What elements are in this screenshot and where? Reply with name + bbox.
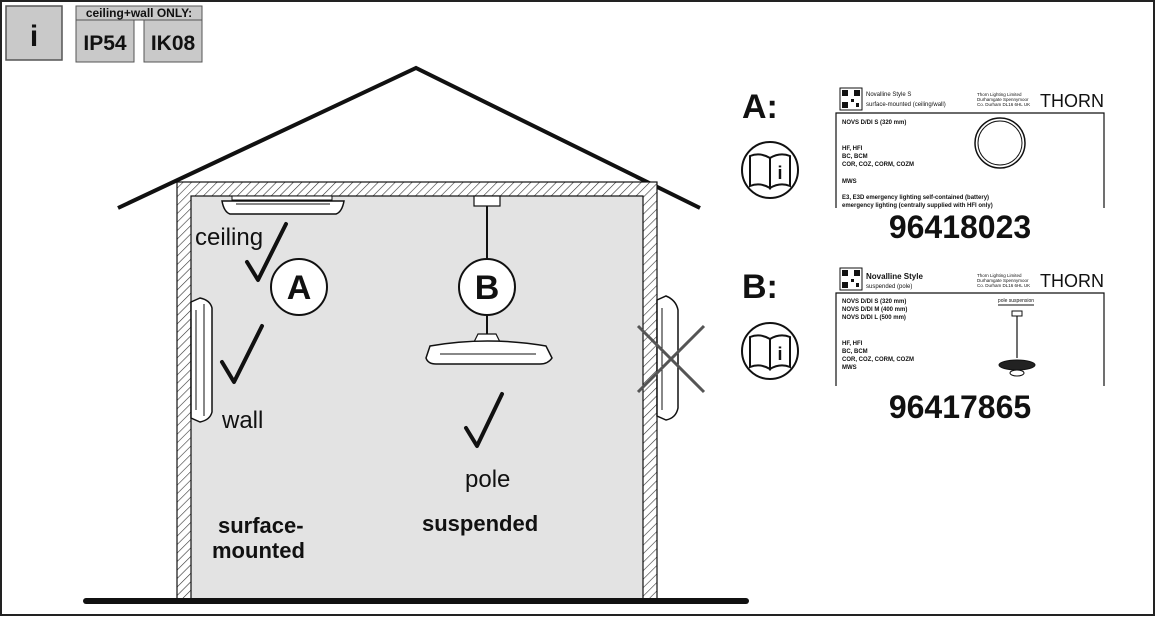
svg-text:B: B [475, 269, 500, 307]
svg-text:pole suspension: pole suspension [998, 298, 1034, 304]
rating-header: ceiling+wall ONLY: [86, 6, 192, 20]
svg-text:Thorn Lighting Limited: Thorn Lighting Limited [977, 273, 1022, 278]
svg-text:Thorn Lighting Limited: Thorn Lighting Limited [977, 92, 1022, 97]
suspended-label: suspended [422, 511, 538, 536]
brand-logo: THORN [1040, 271, 1104, 291]
qr-code-icon [839, 267, 863, 291]
ceiling-label: ceiling [195, 224, 263, 251]
svg-text:HF, HFI: HF, HFI [842, 146, 863, 152]
check-icon-wall [220, 324, 264, 384]
svg-text:i: i [30, 20, 38, 53]
variant-b-title: B: [742, 268, 778, 306]
svg-text:Durhamgate Spennymoor: Durhamgate Spennymoor [977, 97, 1029, 102]
svg-text:MWS: MWS [842, 179, 857, 185]
svg-text:Co. Durham DL16 6HL UK: Co. Durham DL16 6HL UK [977, 102, 1030, 107]
info-book-icon [741, 141, 799, 199]
svg-text:E3, E3D emergency lighting sel: E3, E3D emergency lighting self-containe… [842, 195, 989, 201]
svg-text:Co. Durham DL16 6HL UK: Co. Durham DL16 6HL UK [977, 283, 1030, 288]
svg-text:emergency lighting (centrally: emergency lighting (centrally supplied w… [842, 203, 993, 209]
info-badge: i [5, 5, 63, 61]
pole-label: pole [465, 466, 510, 493]
wall-label: wall [221, 407, 263, 434]
check-icon-ceiling [245, 222, 288, 282]
marker-b: B [458, 258, 516, 316]
check-icon-pole [464, 392, 504, 448]
svg-text:NOVS D/DI L (500 mm): NOVS D/DI L (500 mm) [842, 315, 906, 321]
variant-a-article-number: 96418023 [889, 209, 1031, 245]
wall-luminaire [190, 297, 213, 423]
svg-text:COR, COZ, CORM, COZM: COR, COZ, CORM, COZM [842, 357, 914, 363]
marker-a: A [270, 258, 328, 316]
info-book-icon [741, 322, 799, 380]
svg-text:Durhamgate Spennymoor: Durhamgate Spennymoor [977, 278, 1029, 283]
svg-text:Novalline Style S: Novalline Style S [866, 92, 911, 98]
surface-mounted-label-line1: surface- [218, 513, 304, 538]
svg-text:HF, HFI: HF, HFI [842, 341, 863, 347]
ik-rating: IK08 [151, 32, 196, 55]
svg-text:A: A [287, 269, 312, 307]
ip-rating: IP54 [83, 32, 127, 55]
svg-text:BC, BCM: BC, BCM [842, 349, 868, 355]
surface-mounted-label-line2: mounted [212, 538, 305, 563]
suspended-luminaire [425, 195, 553, 365]
svg-text:BC, BCM: BC, BCM [842, 154, 868, 160]
svg-text:suspended (pole): suspended (pole) [866, 284, 912, 290]
right-wall-luminaire [656, 295, 679, 421]
ceiling-luminaire [221, 195, 345, 215]
rating-box: ceiling+wall ONLY: IP54 IK08 [75, 5, 203, 63]
svg-text:Novalline Style: Novalline Style [866, 272, 923, 281]
not-allowed-cross [636, 324, 706, 394]
svg-text:NOVS D/DI M (400 mm): NOVS D/DI M (400 mm) [842, 307, 907, 313]
variant-b-article-number: 96417865 [889, 389, 1031, 425]
svg-text:NOVS D/DI S (320 mm): NOVS D/DI S (320 mm) [842, 299, 906, 305]
brand-logo: THORN [1040, 91, 1104, 111]
variant-a-title: A: [742, 88, 778, 126]
svg-text:NOVS D/DI S (320 mm): NOVS D/DI S (320 mm) [842, 120, 906, 126]
svg-text:COR, COZ, CORM, COZM: COR, COZ, CORM, COZM [842, 162, 914, 168]
luminaire-round-icon [974, 117, 1026, 169]
variant-b-label-card: Novalline Style suspended (pole) Thorn L… [835, 267, 1105, 386]
pole-luminaire-icon [998, 310, 1036, 377]
qr-code-icon [839, 87, 863, 111]
svg-text:surface-mounted (ceiling/wall): surface-mounted (ceiling/wall) [866, 102, 946, 108]
variant-a-label-card: Novalline Style S surface-mounted (ceili… [835, 87, 1105, 209]
svg-text:MWS: MWS [842, 365, 857, 371]
